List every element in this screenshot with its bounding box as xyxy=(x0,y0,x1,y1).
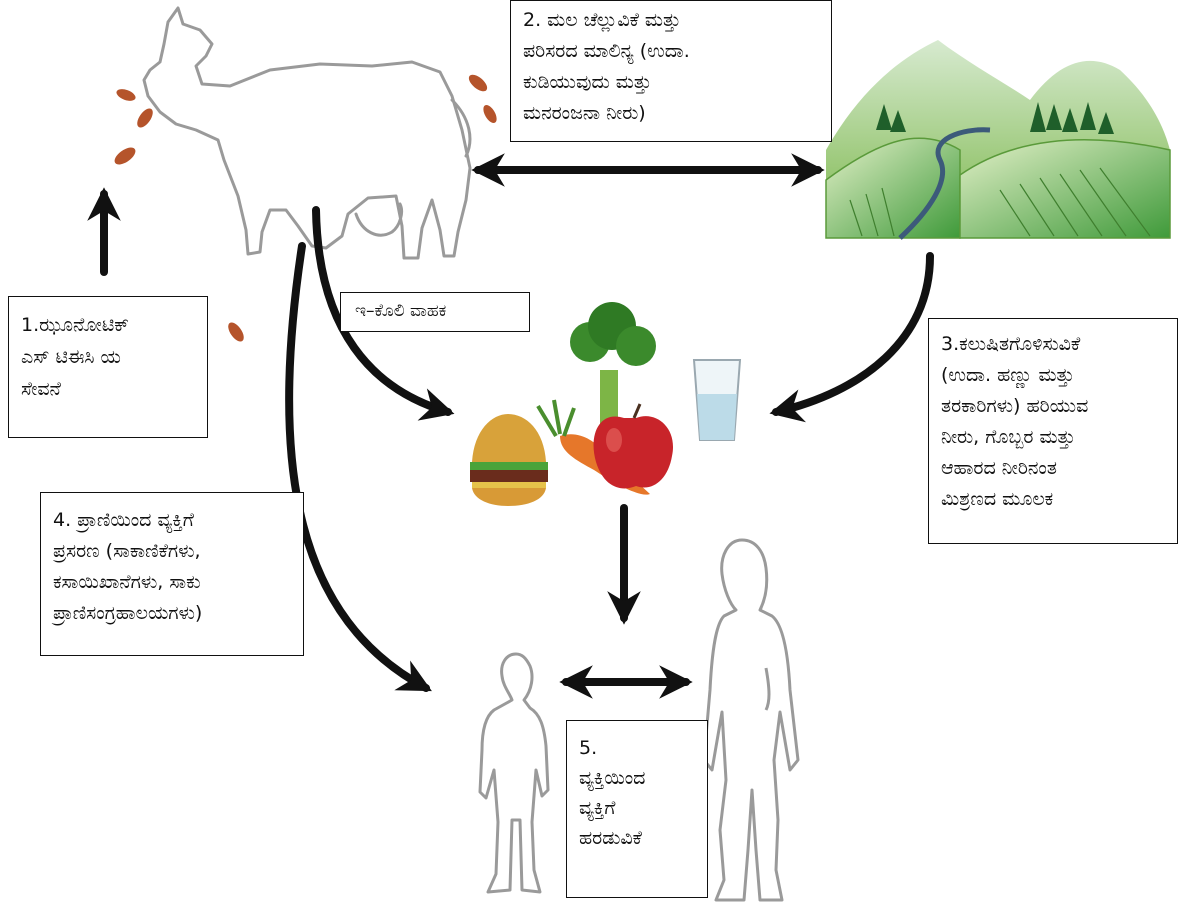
label-step3-line: ನೀರು, ಗೊಬ್ಬರ ಮತ್ತು xyxy=(941,426,1076,448)
label-ecoli-box: ಇ–ಕೊಲಿ ವಾಹಕ xyxy=(340,292,530,332)
bacteria-icon xyxy=(114,74,497,342)
label-step3-line: ಆಹಾರದ ನೀರಿನಂತ xyxy=(941,457,1057,479)
food-icon xyxy=(470,302,742,506)
label-step4-line: ಕಸಾಯಿಖಾನೆಗಳು, ಸಾಕು xyxy=(53,571,201,593)
adult-silhouette-icon xyxy=(702,538,800,902)
hills-icon xyxy=(825,40,1171,240)
label-step5-box: 5. ವ್ಯಕ್ತಿಯಿಂದ ವ್ಯಕ್ತಿಗೆ ಹರಡುವಿಕೆ xyxy=(566,720,708,898)
label-step4-line: ಪ್ರಾಣಿಸಂಗ್ರಹಾಲಯಗಳು) xyxy=(53,602,203,624)
label-step5-line: ವ್ಯಕ್ತಿಯಿಂದ xyxy=(579,767,646,789)
label-step4-line: ಪ್ರಸರಣ (ಸಾಕಾಣಿಕೆಗಳು, xyxy=(53,540,201,562)
label-step5-line: 5. xyxy=(579,737,598,759)
label-step3-box: 3.ಕಲುಷಿತಗೊಳಿಸುವಿಕೆ (ಉದಾ. ಹಣ್ಣು ಮತ್ತು ತರಕ… xyxy=(928,318,1178,544)
arrow-hills-to-food xyxy=(769,252,934,423)
label-ecoli: ಇ–ಕೊಲಿ ವಾಹಕ xyxy=(355,301,447,321)
burger-icon xyxy=(470,414,548,506)
label-step1-line: ಸೇವನೆ xyxy=(21,378,61,400)
label-step2-line: 2. ಮಲ ಚೆಲ್ಲುವಿಕೆ ಮತ್ತು xyxy=(523,9,681,31)
label-step5-line: ಹರಡುವಿಕೆ xyxy=(579,827,642,849)
child-silhouette-icon xyxy=(478,652,550,894)
label-step3-line: 3.ಕಲುಷಿತಗೊಳಿಸುವಿಕೆ xyxy=(941,333,1081,355)
label-step2-line: ಮನರಂಜನಾ ನೀರು) xyxy=(523,102,646,124)
label-step1-line: 1.ಝೂನೋಟಿಕ್ xyxy=(21,314,129,336)
label-step1-line: ಎಸ್ ಟಿಈಸಿ ಯ xyxy=(21,346,121,368)
label-step4-box: 4. ಪ್ರಾಣಿಯಿಂದ ವ್ಯಕ್ತಿಗೆ ಪ್ರಸರಣ (ಸಾಕಾಣಿಕೆ… xyxy=(40,492,304,656)
label-step3-line: (ಉದಾ. ಹಣ್ಣು ಮತ್ತು xyxy=(941,364,1075,386)
label-step5-line: ವ್ಯಕ್ತಿಗೆ xyxy=(579,797,616,819)
label-step3-line: ಮಿಶ್ರಣದ ಮೂಲಕ xyxy=(941,488,1054,510)
label-step1-box: 1.ಝೂನೋಟಿಕ್ ಎಸ್ ಟಿಈಸಿ ಯ ಸೇವನೆ xyxy=(8,296,208,438)
label-step2-box: 2. ಮಲ ಚೆಲ್ಲುವಿಕೆ ಮತ್ತು ಪರಿಸರದ ಮಾಲಿನ್ಯ (ಉ… xyxy=(510,0,832,142)
label-step3-line: ತರಕಾರಿಗಳು) ಹರಿಯುವ xyxy=(941,395,1089,417)
water-glass-icon xyxy=(692,359,742,441)
label-step2-line: ಕುಡಿಯುವುದು ಮತ್ತು xyxy=(523,71,652,93)
cow-icon xyxy=(142,6,472,260)
label-step4-line: 4. ಪ್ರಾಣಿಯಿಂದ ವ್ಯಕ್ತಿಗೆ xyxy=(53,509,194,531)
apple-icon xyxy=(593,403,674,489)
arrow-cow-to-food xyxy=(312,206,455,421)
label-step2-line: ಪರಿಸರದ ಮಾಲಿನ್ಯ (ಉದಾ. xyxy=(523,40,690,62)
